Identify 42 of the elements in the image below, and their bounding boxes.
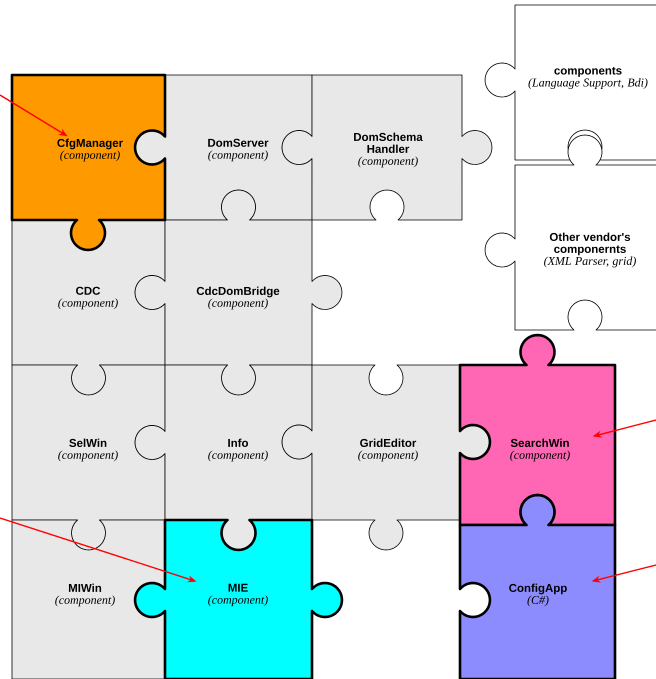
node-label: GridEditor [360, 438, 416, 448]
node-label: (component) [208, 450, 268, 462]
node-label: CDC [76, 286, 100, 295]
node-label: ConfigApp [509, 584, 567, 594]
node-label: (component) [58, 450, 118, 462]
node-label: (C#) [527, 596, 549, 606]
puzzle-piece [484, 4, 656, 160]
node-label: DomSchema Handler [354, 132, 423, 153]
node-label: (component) [60, 150, 120, 162]
node-label: (component) [208, 595, 268, 606]
puzzle-piece [12, 364, 166, 550]
node-label: (component) [208, 150, 268, 162]
node-label: (XML Parser, grid) [544, 256, 636, 268]
node-label: CdcDomBridge [196, 286, 280, 298]
puzzle-piece [458, 494, 616, 679]
puzzle-piece [10, 74, 166, 252]
puzzle-piece [134, 364, 312, 550]
node-label: (component) [55, 596, 115, 606]
puzzle-piece [134, 74, 312, 220]
puzzle-piece [282, 74, 492, 220]
puzzle-piece [484, 134, 656, 330]
node-label: components [554, 67, 622, 77]
puzzle-piece [12, 520, 166, 679]
puzzle-piece [12, 220, 166, 396]
puzzle-piece [282, 364, 490, 550]
node-label: CfgManager [57, 138, 123, 150]
node-label: MIE [228, 584, 248, 592]
node-label: Other vendor's componernts [550, 232, 630, 256]
node-label: Info [228, 438, 248, 448]
node-label: (Language Support, Bdi) [528, 78, 648, 89]
node-label: (component) [208, 298, 268, 310]
node-label: (component) [358, 450, 418, 462]
puzzle-piece [458, 334, 616, 526]
node-label: SearchWin [510, 438, 569, 448]
puzzle-piece [134, 190, 342, 396]
node-label: SelWin [69, 438, 106, 448]
node-label: (component) [358, 156, 418, 168]
node-label: MIWin [68, 584, 102, 592]
puzzle-piece [134, 518, 344, 679]
node-label: (component) [510, 450, 570, 462]
node-label: (component) [58, 298, 118, 310]
node-label: DomServer [208, 138, 268, 147]
